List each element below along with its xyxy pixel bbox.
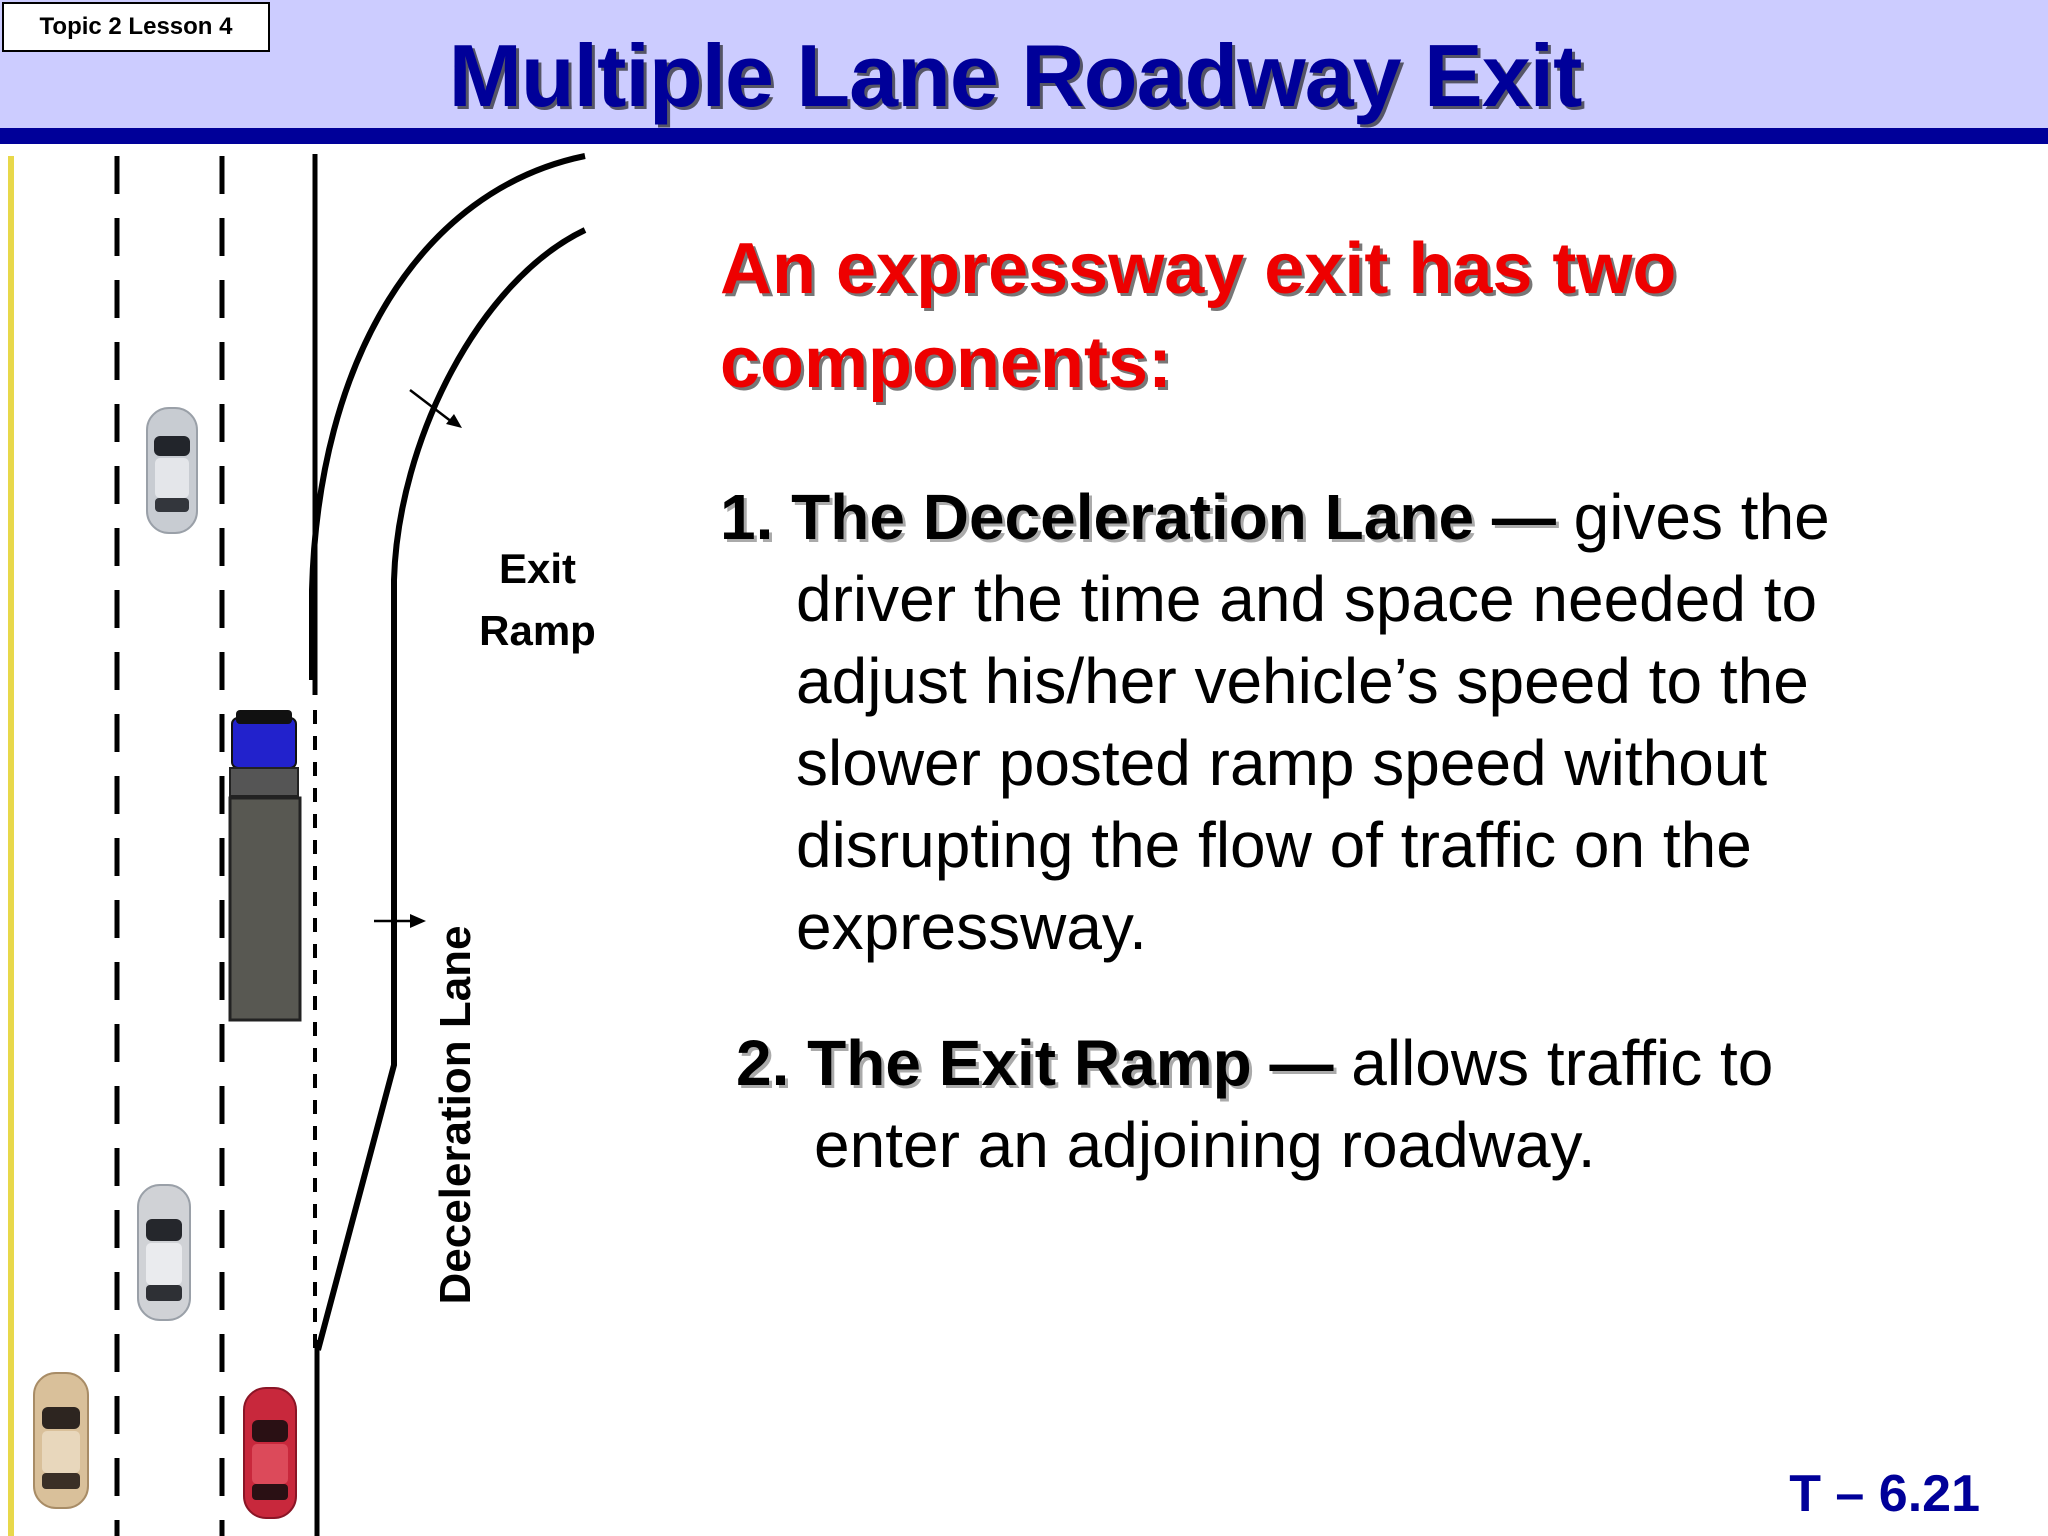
silver-car-icon [146,407,198,534]
exit-ramp-arrow-line [409,389,453,423]
list-first-line: gives the [1555,481,1830,553]
list-item-exit-ramp: 2. The Exit Ramp — allows traffic to ent… [736,1022,1986,1186]
list-number: 1. [720,481,774,553]
slide-title: Multiple Lane Roadway Exit [448,26,1583,125]
list-number: 2. [736,1027,790,1099]
slide-number: T – 6.21 [1789,1465,1980,1523]
yellow-edge-line [8,156,14,1536]
silver-car-icon [137,1184,191,1321]
header-band [0,0,2048,128]
decel-arrowhead [410,914,426,928]
ramp-outer-edge [309,153,586,680]
roadway-diagram-svg [8,153,587,1536]
lesson-tag: Topic 2 Lesson 4 [2,2,270,52]
list-item-deceleration-lane: 1. The Deceleration Lane — gives the dri… [720,476,1990,968]
deceleration-lane-label: Deceleration Lane [431,925,480,1305]
exit-ramp-label: Exit Ramp [470,538,605,662]
blue-truck-icon [228,710,302,1022]
list-continuation: driver the time and space needed to adju… [796,563,1818,963]
exit-ramp-label-line1: Exit [498,545,577,592]
list-first-line: allows traffic to [1333,1027,1774,1099]
list-continuation: enter an adjoining roadway. [814,1109,1596,1181]
roadway-diagram: Exit Ramp Deceleration Lane [0,150,620,1536]
exit-ramp-arrowhead [446,414,462,428]
tan-car-icon [33,1372,89,1509]
red-car-icon [243,1387,297,1519]
header-rule [0,128,2048,144]
ramp-inner-edge [315,227,587,1351]
section-heading: An expressway exit has two components: [720,229,1677,403]
list-term: The Deceleration Lane — [791,481,1556,553]
list-term: The Exit Ramp — [807,1027,1334,1099]
exit-ramp-label-line2: Ramp [479,607,596,654]
